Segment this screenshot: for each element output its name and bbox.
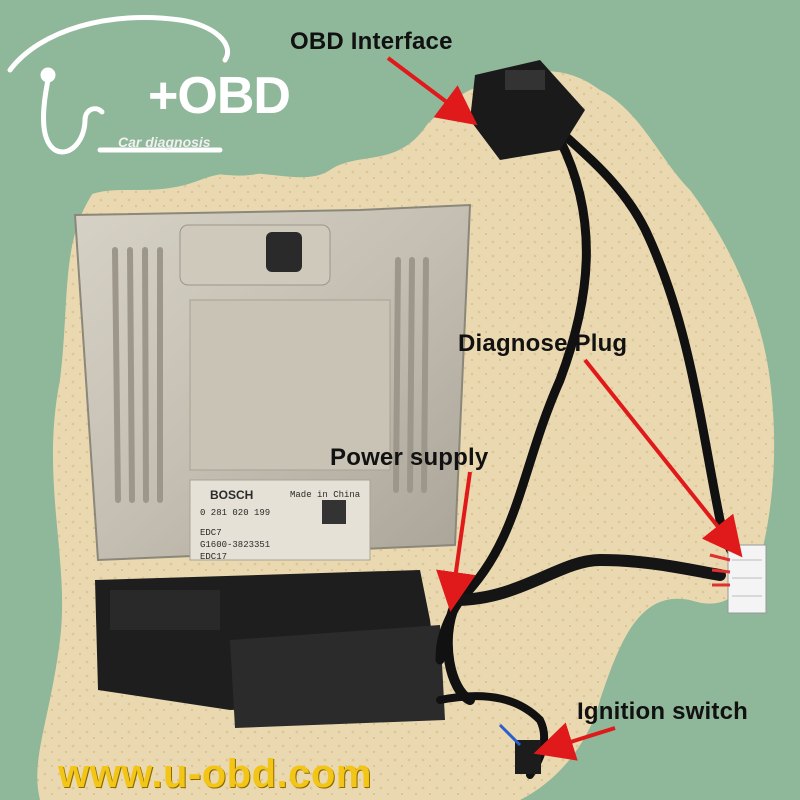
label-diagnose-plug: Diagnose Plug [458,330,628,357]
arrow-ignition-switch [533,722,616,761]
label-obd-interface: OBD Interface [290,28,453,55]
label-power-supply: Power supply [330,444,489,471]
ecu-brand: BOSCH [210,488,254,502]
arrow-diagnose-plug [583,358,743,558]
ecu-code2: G1600-3823351 [200,540,271,550]
obd-connector [470,60,585,160]
logo-brand: +OBD [148,67,291,125]
ecu-code1: EDC7 [200,528,222,538]
ecu-origin: Made in China [290,490,361,500]
website-url: www.u-obd.com [58,752,372,796]
logo-graphic [7,15,231,155]
annotation-arrows [386,56,743,761]
ecu-part-number: 0 281 020 199 [200,508,271,518]
qr-code [322,500,346,524]
ecu-code3: EDC17 [200,552,228,562]
label-ignition-switch: Ignition switch [577,698,748,725]
logo-tagline: Car diagnosis [118,134,211,150]
arrow-obd-interface [386,56,478,126]
ecu-unit [73,203,472,728]
arrow-power-supply [436,471,476,612]
ecu-cap [266,232,302,272]
